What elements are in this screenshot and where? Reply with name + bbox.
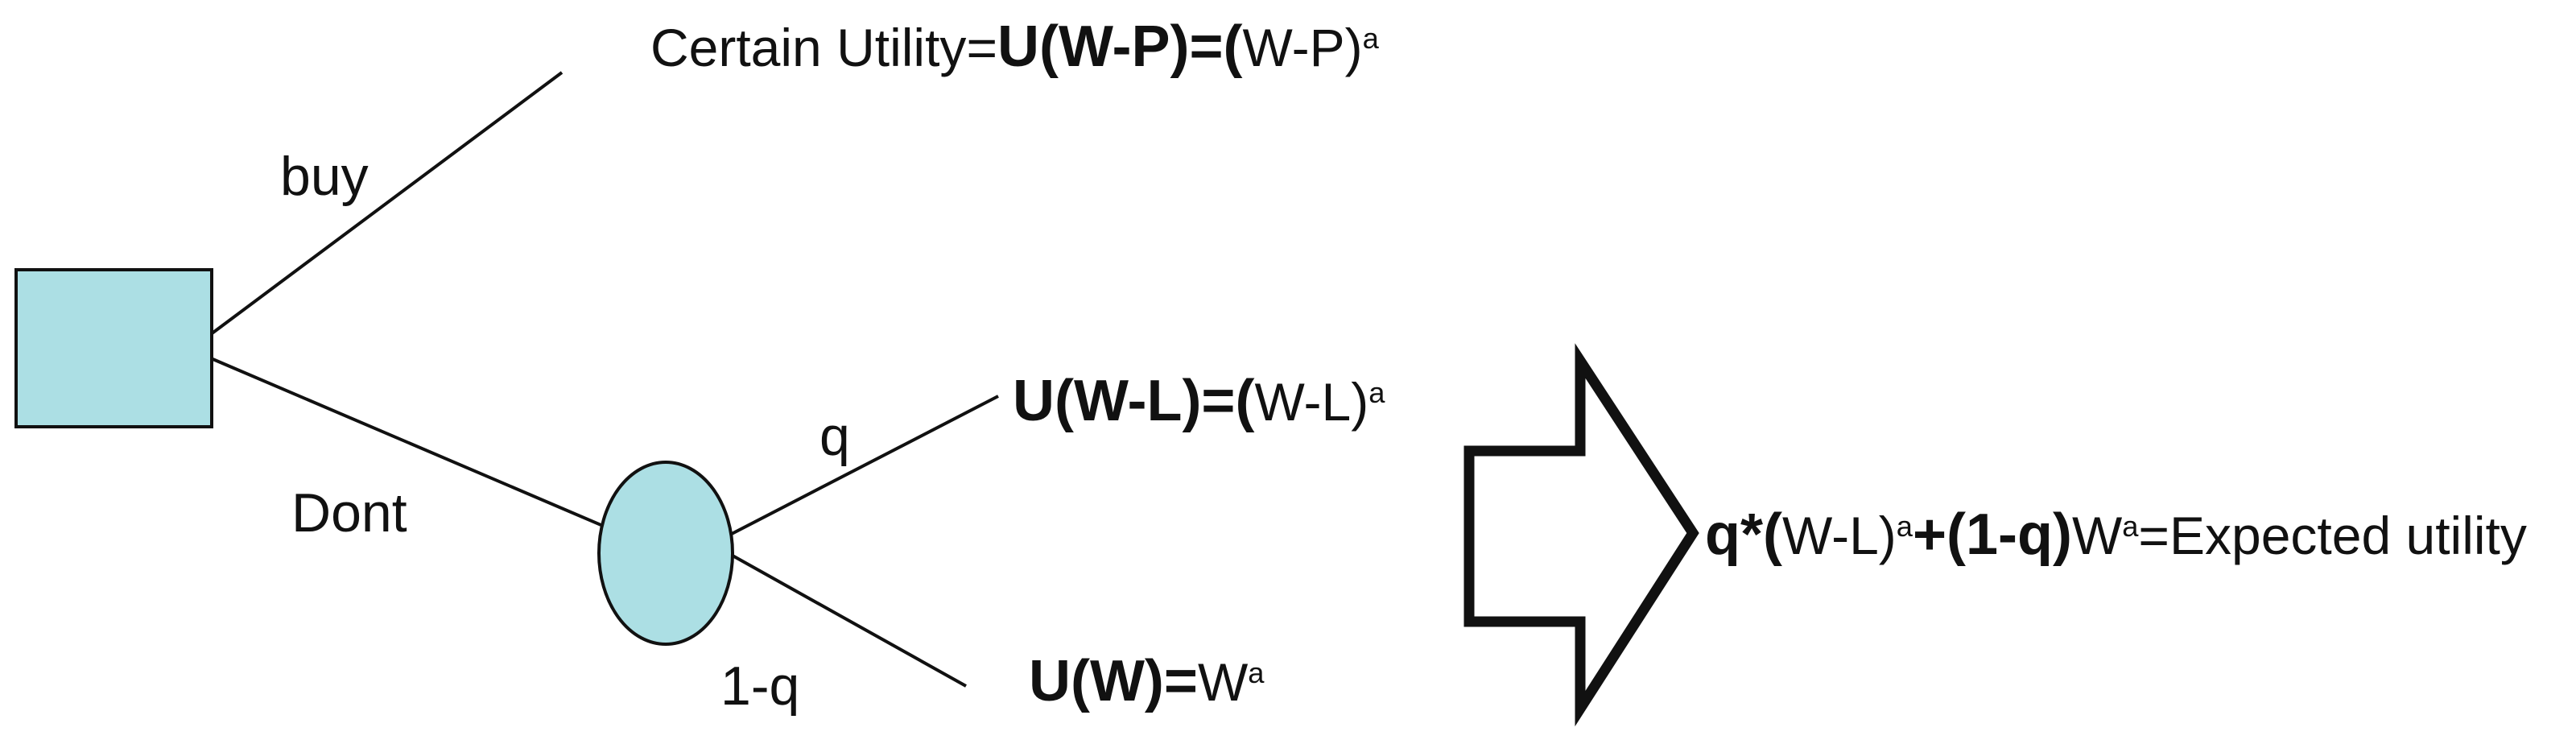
certain-utility-equation: Certain Utility=U(W-P)=(W-P)a <box>650 18 1379 76</box>
dont-label: Dont <box>291 482 407 544</box>
no-loss-outcome-equation: U(W)=Wa <box>1029 652 1264 710</box>
wealth-minus-loss: W-L) <box>1781 506 1897 565</box>
open-paren: ( <box>1223 14 1243 79</box>
exponent-a: a <box>1896 510 1913 544</box>
expected-utility-equation: q*(W-L)a+(1-q)Wa=Expected utility <box>1705 506 2527 564</box>
exponent-a: a <box>1368 376 1385 410</box>
buy-label: buy <box>280 146 369 207</box>
utility-of-wealth-minus-loss: U(W-L) <box>1013 369 1202 433</box>
decision-node <box>14 268 213 428</box>
buy-branch-line <box>209 71 564 336</box>
exponent-a: a <box>2122 510 2139 544</box>
wealth: W <box>1197 652 1249 712</box>
exponent-a: a <box>1362 22 1379 56</box>
dont-branch-line <box>210 357 621 535</box>
one-minus-q-label: 1-q <box>720 655 800 717</box>
exponent-a: a <box>1248 656 1265 690</box>
q-branch-line <box>728 395 999 537</box>
loss-outcome-equation: U(W-L)=(W-L)a <box>1013 372 1385 430</box>
wealth: W <box>2071 506 2123 565</box>
wealth-minus-loss: W-L) <box>1254 372 1369 432</box>
one-minus-q-branch-line <box>732 554 967 688</box>
equals-sign: = <box>1189 14 1224 79</box>
equals-sign: = <box>966 18 997 77</box>
equals-sign: = <box>1163 649 1198 713</box>
open-paren: ( <box>1235 369 1255 433</box>
q-label: q <box>819 406 850 467</box>
utility-of-wealth: U(W) <box>1029 649 1164 713</box>
expected-utility-label: =Expected utility <box>2138 506 2527 565</box>
chance-node <box>597 461 734 646</box>
right-arrow-shape <box>1463 343 1699 727</box>
certain-utility-prefix: Certain Utility <box>650 18 967 77</box>
plus-one-minus-q: +(1-q) <box>1912 502 2072 567</box>
wealth-minus-premium: W-P) <box>1242 18 1363 77</box>
q-times-open-paren: q*( <box>1705 502 1782 567</box>
equals-sign: = <box>1201 369 1236 433</box>
utility-of-wealth-minus-premium: U(W-P) <box>997 14 1190 79</box>
